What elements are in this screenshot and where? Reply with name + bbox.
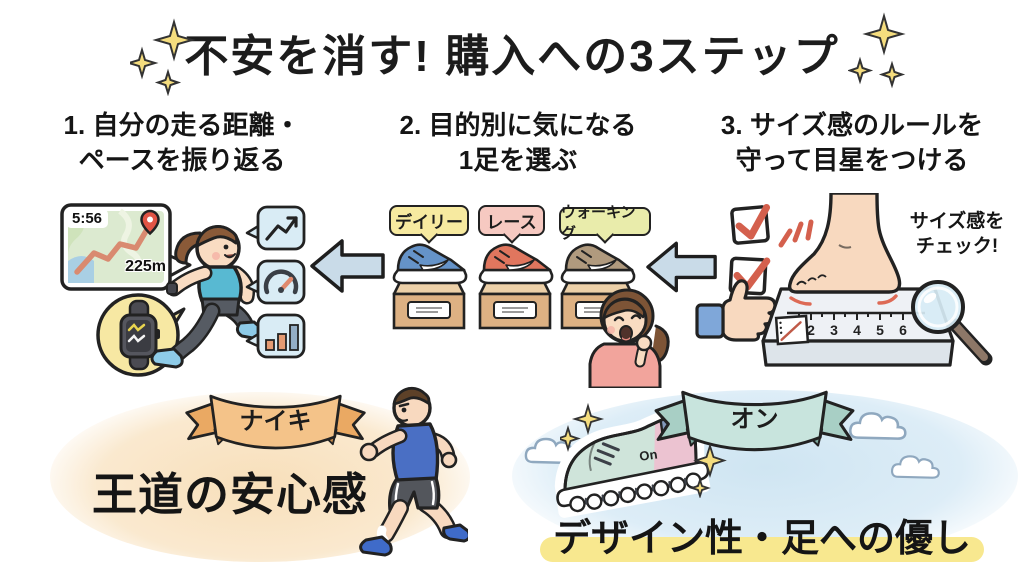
map-time-value: 5:56 — [66, 209, 109, 228]
mini-gauge-icon — [774, 314, 810, 346]
nike-caption: 王道の安心感 — [91, 469, 368, 520]
shoe-label-race: レース — [478, 205, 545, 236]
arrow-left-icon-2 — [646, 241, 717, 293]
size-check-note-line2: チェック! — [915, 235, 999, 257]
on-caption: デザイン性・足への優しさ — [552, 518, 971, 560]
map-route-icon — [60, 203, 192, 291]
nike-banner-label: ナイキ — [239, 408, 312, 435]
shoe-daily — [392, 243, 468, 285]
thinking-woman — [588, 288, 670, 388]
shoe-walking — [560, 243, 636, 285]
size-check-note: サイズ感を チェック! — [898, 210, 1016, 259]
shoe-label-daily: デイリー — [389, 205, 469, 236]
size-check-note-line1: サイズ感を — [909, 211, 1005, 232]
cloud-icon-3 — [890, 455, 940, 479]
on-ribbon-icon — [654, 390, 855, 452]
speedometer-icon — [245, 259, 306, 305]
runner-man — [359, 386, 468, 557]
ruler-number: 4 — [853, 322, 861, 338]
sparkle-cluster-right-icon — [848, 12, 906, 89]
shoe-race — [478, 243, 554, 285]
ruler-number: 5 — [876, 322, 884, 338]
ruler-number: 6 — [899, 322, 907, 338]
step3-heading: 3. サイズ感のルールを 守って目星をつける — [684, 108, 1020, 178]
emphasis-marks-icon — [778, 219, 814, 248]
pedestal-race — [478, 280, 552, 330]
on-logo: On — [638, 446, 658, 463]
step2-heading-line1: 2. 目的別に気になる — [399, 110, 637, 140]
map-distance-value: 225m — [125, 258, 166, 275]
step1-heading: 1. 自分の走る距離・ ペースを振り返る — [14, 108, 350, 178]
step3-illustration: 2 3 4 5 6 — [695, 193, 993, 367]
page-title: 不安を消す! 購入への3ステップ — [184, 32, 840, 81]
magnifier-icon — [911, 280, 993, 366]
nike-ribbon-icon — [185, 394, 366, 450]
on-banner: オン — [652, 386, 857, 458]
step2-illustration — [392, 243, 670, 388]
trend-up-icon — [245, 205, 306, 251]
step1-illustration — [60, 203, 306, 377]
step3-heading-line2: 守って目星をつける — [735, 145, 969, 176]
sparkle-cluster-left-icon — [130, 18, 196, 96]
step1-heading-line2: ペースを振り返る — [78, 145, 286, 176]
runner-woman — [150, 224, 265, 369]
step3-heading-line1: 3. サイズ感のルールを — [720, 110, 984, 140]
pedestal-daily — [392, 280, 466, 330]
caption-highlight-bar — [540, 537, 984, 562]
checkbox-checked-icon-1 — [730, 203, 771, 245]
on-banner-label: オン — [730, 406, 779, 433]
ruler-number: 3 — [830, 322, 838, 338]
step1-heading-line1: 1. 自分の走る距離・ — [63, 110, 301, 140]
step2-heading: 2. 目的別に気になる 1足を選ぶ — [356, 108, 680, 178]
step2-heading-line2: 1足を選ぶ — [458, 145, 578, 176]
shoe-sparkles-icon — [560, 402, 727, 498]
nike-banner: ナイキ — [183, 388, 368, 458]
bar-chart-icon — [245, 313, 306, 359]
arrow-left-icon-1 — [310, 239, 385, 293]
cloud-icon-2 — [849, 412, 907, 440]
shoe-label-walking: ウォーキング — [559, 204, 651, 242]
ruler-number: 2 — [807, 322, 815, 338]
bare-foot — [787, 193, 902, 306]
